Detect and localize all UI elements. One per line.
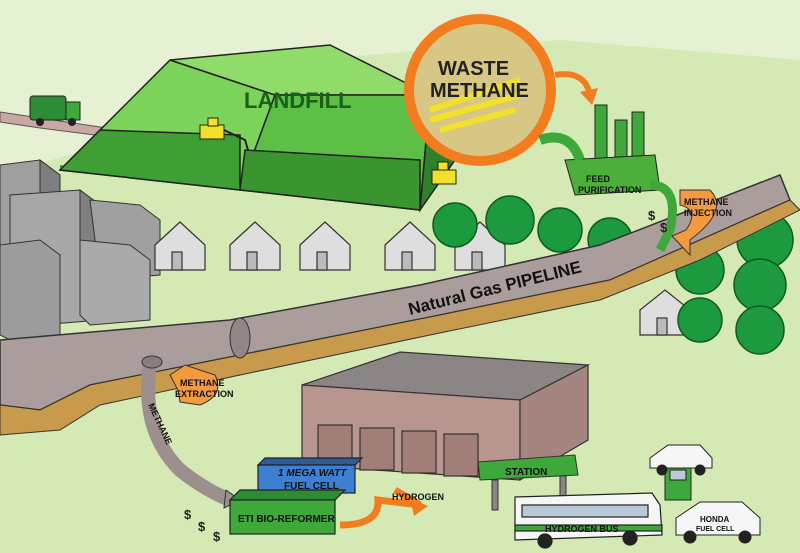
bio-reformer-unit xyxy=(228,489,347,535)
fuel-cell-label: FUEL CELL xyxy=(284,481,339,492)
house-icon xyxy=(154,221,206,271)
injection-arrow-icon xyxy=(671,189,718,257)
extraction-arrow-icon xyxy=(169,364,219,406)
dollar-icon: $ xyxy=(648,208,656,223)
house-icon xyxy=(299,221,351,271)
car-label-line2: FUEL CELL xyxy=(696,526,735,533)
honda-fuel-cell-car-icon xyxy=(675,501,761,544)
extraction-label-line2: EXTRACTION xyxy=(175,389,234,399)
dollar-icon: $ xyxy=(660,220,668,235)
bus-label: HYDROGEN BUS xyxy=(545,524,619,534)
feed-label-line2: PURIFICATION xyxy=(578,185,641,195)
arrow-head-icon xyxy=(410,498,428,516)
garbage-truck-icon xyxy=(29,95,81,126)
car-icon xyxy=(649,444,713,476)
feed-purification-plant xyxy=(538,104,677,253)
toll-booth-icon xyxy=(664,463,692,501)
house-icon xyxy=(229,221,281,271)
dollar-icon: $ xyxy=(198,519,206,534)
megawatt-label: 1 MEGA WATT xyxy=(278,468,347,479)
hydrogen-label: HYDROGEN xyxy=(392,492,444,502)
waste-label-line1: WASTE xyxy=(438,58,509,80)
houses xyxy=(154,221,691,336)
hydrogen-bus-icon xyxy=(514,492,663,549)
house-icon xyxy=(384,221,436,271)
hydrogen-arrow-icon xyxy=(339,486,422,529)
landfill-label: LANDFILL xyxy=(244,88,352,113)
feed-label-line1: FEED xyxy=(586,174,611,184)
injection-label-line1: METHANE xyxy=(684,197,729,207)
waste-methane-callout xyxy=(404,14,556,166)
extraction-label-line1: METHANE xyxy=(180,378,225,388)
station-label: STATION xyxy=(505,467,547,478)
facility-building xyxy=(301,351,591,482)
dollar-icon: $ xyxy=(184,507,192,522)
fuel-cell-unit xyxy=(256,457,364,494)
dollar-icon: $ xyxy=(213,529,221,544)
bulldozer-icon xyxy=(199,117,249,151)
bio-reformer-label: ETI BIO-REFORMER xyxy=(238,514,335,525)
arrow-head-icon xyxy=(580,88,598,105)
hydrogen-station xyxy=(477,454,579,511)
waste-label-line2: METHANE xyxy=(430,80,529,102)
landfill-mounds xyxy=(58,44,456,213)
city-buildings xyxy=(0,159,161,346)
sky-ground xyxy=(0,0,800,175)
bulldozer-icon xyxy=(431,161,457,185)
methane-flow-pipe xyxy=(141,360,233,507)
injection-label-line2: INJECTION xyxy=(684,208,732,218)
pipeline-joint xyxy=(229,317,251,359)
pipe-opening xyxy=(141,355,163,369)
car-label-line1: HONDA xyxy=(700,515,730,524)
